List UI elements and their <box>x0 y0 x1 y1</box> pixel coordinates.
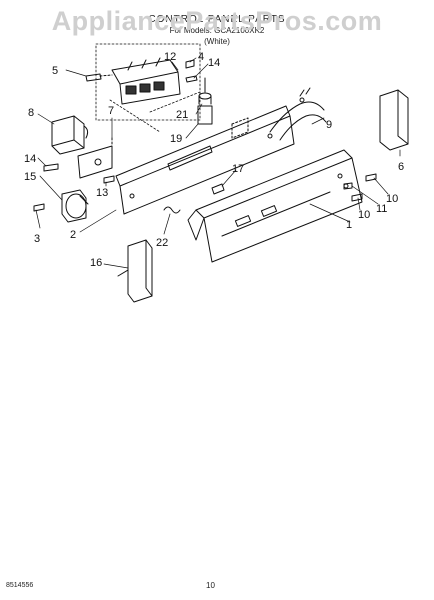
callout-21: 21 <box>176 109 188 121</box>
switch-block-part <box>111 57 181 105</box>
clip-part-4 <box>185 59 195 69</box>
mounting-bracket-part-2 <box>115 105 295 215</box>
color-code: (White) <box>204 37 230 46</box>
diagram-header: CONTROL PANEL PARTS For Models: GCA2100X… <box>0 14 434 47</box>
callout-5: 5 <box>52 65 58 77</box>
spring-clip-part-22 <box>163 206 181 214</box>
callout-8: 8 <box>28 107 34 119</box>
screw-part-10-upper <box>365 173 377 182</box>
clip-part-17 <box>211 183 225 195</box>
callout-14-left: 14 <box>24 153 36 165</box>
callout-19: 19 <box>170 133 182 145</box>
wire-harness-part-9 <box>269 87 327 141</box>
callout-12: 12 <box>164 51 176 63</box>
end-cap-part-6 <box>379 89 409 151</box>
timer-part-8 <box>51 115 89 155</box>
diagram-title: CONTROL PANEL PARTS <box>148 14 286 25</box>
callout-1: 1 <box>346 219 352 231</box>
callout-13: 13 <box>96 187 108 199</box>
screw-part-11 <box>343 182 353 190</box>
callout-10-lower: 10 <box>358 209 370 221</box>
callout-10-upper: 10 <box>386 193 398 205</box>
callout-16: 16 <box>90 257 102 269</box>
watermark: AppliancePartsPros.com <box>51 6 383 36</box>
rotary-switch-part-15 <box>61 189 89 223</box>
callout-2: 2 <box>70 229 76 241</box>
callout-9: 9 <box>326 119 332 131</box>
screw-part-10-lower <box>351 193 363 202</box>
switch-assembly-frame <box>95 43 201 133</box>
bracket-part-7 <box>77 137 113 179</box>
cap-part-21 <box>198 77 212 105</box>
control-panel-part-1 <box>187 149 363 263</box>
page-number: 10 <box>206 581 215 590</box>
model-line: For Models: GCA2100XK2 <box>169 26 265 35</box>
screw-part-14-top <box>185 75 198 83</box>
screw-part-13 <box>103 175 115 184</box>
callout-22: 22 <box>156 237 168 249</box>
callout-15: 15 <box>24 171 36 183</box>
callout-7: 7 <box>108 105 114 117</box>
callout-labels: 5 12 4 14 8 7 21 19 9 6 14 15 13 17 10 1… <box>24 51 404 269</box>
screw-part-5 <box>85 73 113 82</box>
document-number: 8514556 <box>6 582 34 589</box>
callout-14-top: 14 <box>208 57 220 69</box>
screw-part-3 <box>33 203 45 212</box>
plunger-part-19 <box>197 105 213 125</box>
callout-4: 4 <box>198 51 204 63</box>
callout-3: 3 <box>34 233 40 245</box>
callout-11: 11 <box>376 203 387 215</box>
leader-lines <box>35 57 401 269</box>
callout-6: 6 <box>398 161 404 173</box>
callout-17: 17 <box>232 163 244 175</box>
screw-part-14-left <box>43 163 59 172</box>
end-cap-part-16 <box>117 239 153 303</box>
